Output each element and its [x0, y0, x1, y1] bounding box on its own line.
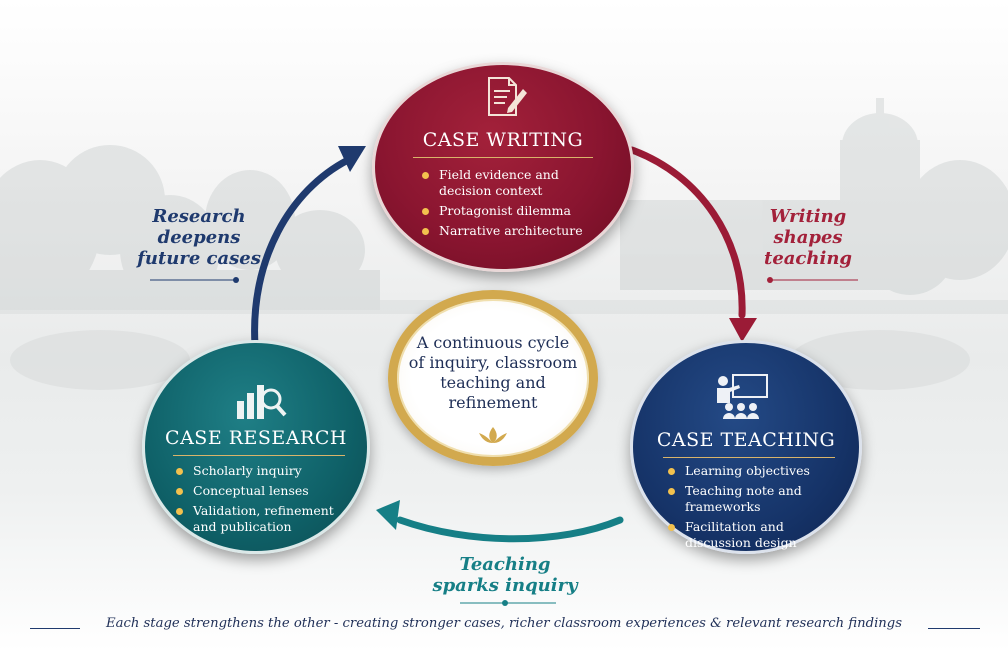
case-writing-title: CASE WRITING: [422, 129, 584, 151]
list-item: Teaching note and frameworks: [663, 483, 833, 515]
flow-label-writing-to-teaching: Writing shapes teaching: [764, 206, 852, 269]
footer-text: Each stage strengthens the other - creat…: [105, 616, 903, 631]
center-text: A continuous cycle of inquiry, classroom…: [408, 333, 578, 412]
list-item: Scholarly inquiry: [171, 463, 361, 479]
footer: Each stage strengthens the other - creat…: [0, 612, 1008, 631]
list-item: Narrative architecture: [417, 223, 607, 239]
list-item: Learning objectives: [663, 463, 833, 479]
list-item: Validation, refinement and publication: [171, 503, 361, 535]
arrow-research-to-writing: [251, 156, 352, 349]
case-research-node: CASE RESEARCH Scholarly inquiry Conceptu…: [142, 340, 370, 554]
footer-divider-left: [30, 628, 80, 629]
case-writing-divider: [413, 157, 593, 158]
flow-label-teaching-to-research: Teaching sparks inquiry: [432, 554, 578, 596]
center-cycle-ring: A continuous cycle of inquiry, classroom…: [388, 290, 598, 466]
case-research-list: Scholarly inquiry Conceptual lenses Vali…: [171, 463, 361, 539]
list-item: Facilitation and discussion design: [663, 519, 833, 551]
classroom-presenter-icon: [717, 374, 768, 419]
case-teaching-divider: [663, 457, 835, 458]
case-writing-list: Field evidence and decision context Prot…: [417, 167, 607, 243]
list-item: Conceptual lenses: [171, 483, 361, 499]
case-teaching-title: CASE TEACHING: [656, 429, 836, 451]
flow-label-research-to-writing: Research deepens future cases: [137, 206, 261, 269]
document-edit-icon: [488, 77, 527, 116]
case-research-title: CASE RESEARCH: [165, 427, 347, 449]
list-item: Field evidence and decision context: [417, 167, 607, 199]
case-teaching-node: CASE TEACHING Learning objectives Teachi…: [630, 340, 862, 554]
list-item: Protagonist dilemma: [417, 203, 607, 219]
bar-chart-magnifier-icon: [237, 385, 287, 419]
footer-divider-right: [928, 628, 980, 629]
case-writing-node: CASE WRITING Field evidence and decision…: [372, 62, 634, 272]
lotus-icon: [479, 427, 507, 443]
case-research-divider: [173, 455, 345, 456]
case-teaching-list: Learning objectives Teaching note and fr…: [663, 463, 833, 555]
